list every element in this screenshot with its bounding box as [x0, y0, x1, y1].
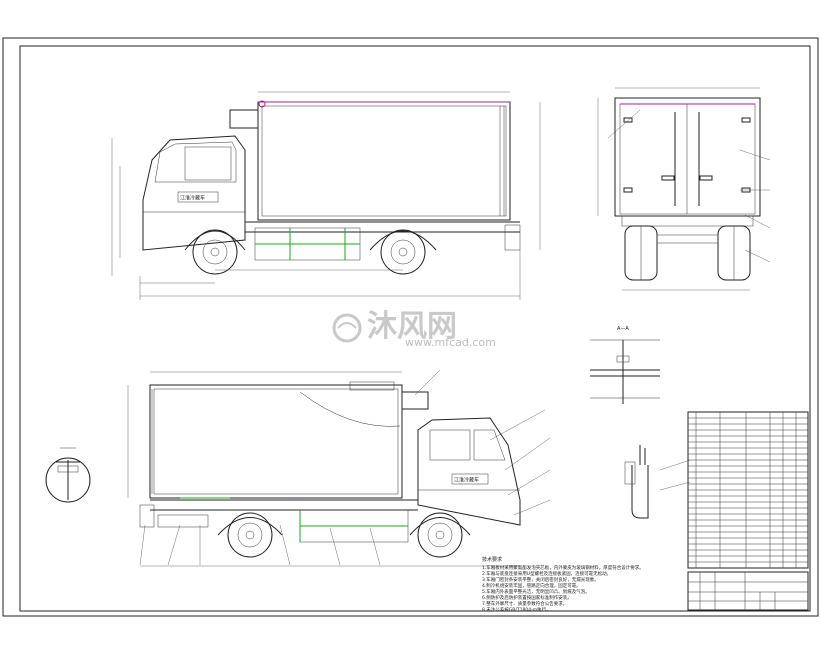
parts-list: [687, 411, 809, 569]
side-view-left: 江淮冷藏车: [111, 91, 541, 300]
cab-plate-text-left: 江淮冷藏车: [180, 195, 205, 202]
sheet-border: [2, 37, 819, 617]
front-wheel-left-view: [192, 229, 238, 275]
watermark-text: 沐风网: [367, 309, 457, 344]
bracket-detail: [624, 445, 649, 519]
leader-lines: [139, 109, 771, 566]
cab-plate-left: [177, 191, 219, 203]
cab-plate-text-right: 江淮冷藏车: [454, 477, 479, 484]
tech-note-3: 3.车厢门密封条安装平整，关闭后密封良好，无漏光现象。: [482, 576, 599, 583]
rear-wheel-right-view: [227, 512, 273, 558]
front-wheel-right-view: [417, 512, 463, 558]
tech-note-5: 5.车厢内外表面平整光洁，无明显凹凸、划痕及气泡。: [482, 588, 590, 595]
tech-note-4: 4.制冷机组安装牢固，管路走向合理，固定可靠。: [482, 582, 581, 589]
tech-notes: 技术要求 1.车厢板材采用聚氨酯发泡夹芯板，内外蒙皮为玻璃钢材料，厚度符合设计要…: [482, 556, 644, 613]
inner-frame: [19, 45, 811, 612]
title-block: [687, 571, 809, 611]
circle-detail: [45, 447, 91, 503]
section-detail: A—A: [590, 326, 660, 404]
tech-note-1: 1.车厢板材采用聚氨酯发泡夹芯板，内外蒙皮为玻璃钢材料，厚度符合设计要求。: [482, 564, 644, 571]
cab-plate-right: [451, 473, 489, 485]
tech-note-2: 2.车厢与底盘连接采用U型螺栓及连接板紧固，连接可靠无松动。: [482, 570, 611, 577]
watermark: 沐风网 www.mfcad.com: [332, 309, 496, 349]
rear-view: [597, 87, 761, 291]
tech-note-7: 7.整车外廓尺寸、质量参数符合公告要求。: [482, 600, 567, 607]
watermark-url: www.mfcad.com: [405, 336, 496, 349]
watermark-logo: [332, 313, 362, 343]
rear-wheel-left-view: [380, 229, 426, 275]
tech-note-6: 6.侧防护及后防护装置按国家标准制作安装。: [482, 594, 572, 601]
side-view-right: 江淮冷藏车: [127, 371, 521, 567]
tech-heading: 技术要求: [482, 556, 502, 563]
tech-note-8: 8.未注公差按GB/T1804-m执行。: [482, 606, 551, 613]
section-label: A—A: [617, 326, 629, 332]
